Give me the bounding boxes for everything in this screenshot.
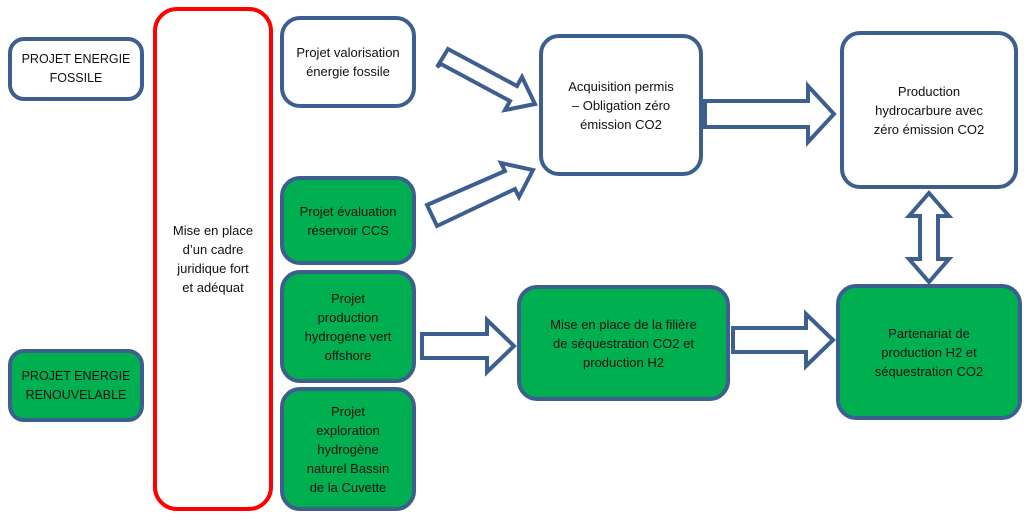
h2-partnership-box: Partenariat de production H2 et séquestr… (836, 284, 1022, 420)
ccs-evaluation-project-label: Projet évaluation réservoir CCS (299, 203, 397, 238)
arrow-chain-to-partnership (731, 309, 836, 371)
hydrocarbon-production-label: Production hydrocarbure avec zéro émissi… (873, 83, 985, 137)
ccs-evaluation-project: Projet évaluation réservoir CCS (280, 176, 416, 265)
fossil-valorisation-project: Projet valorisation énergie fossile (280, 16, 416, 108)
renewable-energy-category: PROJET ENERGIE RENOUVELABLE (8, 349, 144, 422)
arrow-permit-to-hydrocarbon (703, 80, 837, 148)
fossil-valorisation-project-label: Projet valorisation énergie fossile (296, 45, 400, 79)
permit-acquisition-box: Acquisition permis – Obligation zéro émi… (539, 34, 703, 176)
natural-hydrogen-project: Projet exploration hydrogène naturel Bas… (280, 387, 416, 511)
co2-h2-chain-box: Mise en place de la filière de séquestra… (517, 285, 730, 401)
permit-acquisition-label: Acquisition permis – Obligation zéro émi… (568, 78, 674, 132)
hydrocarbon-production-box: Production hydrocarbure avec zéro émissi… (840, 31, 1018, 189)
co2-h2-chain-label: Mise en place de la filière de séquestra… (550, 316, 697, 370)
renewable-energy-category-label: PROJET ENERGIE RENOUVELABLE (21, 368, 131, 402)
legal-framework-label: Mise en place d’un cadre juridique fort … (172, 223, 254, 295)
arrow-hydrocarbon-partnership-double (904, 189, 954, 286)
fossil-energy-category: PROJET ENERGIE FOSSILE (8, 37, 144, 101)
green-hydrogen-project: Projet production hydrogène vert offshor… (280, 270, 416, 383)
green-hydrogen-project-label: Projet production hydrogène vert offshor… (304, 290, 392, 363)
h2-partnership-label: Partenariat de production H2 et séquestr… (874, 325, 984, 379)
legal-framework-box: Mise en place d’un cadre juridique fort … (153, 7, 273, 511)
arrow-valorisation-to-permit (435, 46, 538, 113)
fossil-energy-category-label: PROJET ENERGIE FOSSILE (21, 52, 131, 85)
arrow-ccs-to-permit (424, 160, 536, 229)
natural-hydrogen-project-label: Projet exploration hydrogène naturel Bas… (306, 403, 390, 495)
arrow-greenh2-to-chain (420, 315, 517, 377)
